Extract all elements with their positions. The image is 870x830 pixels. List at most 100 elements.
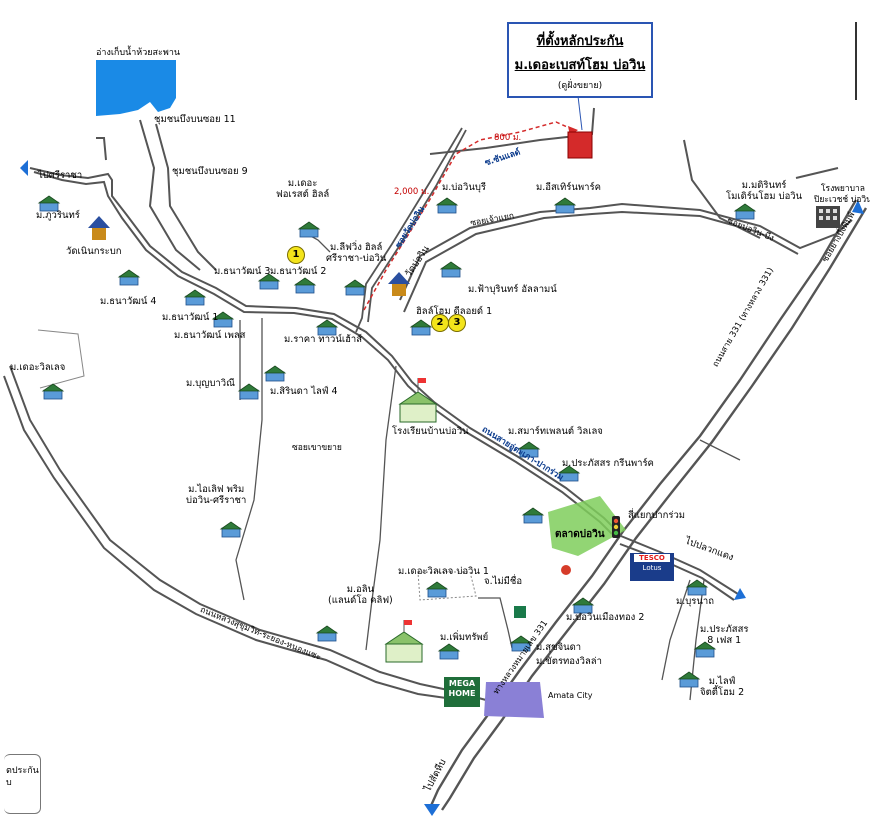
house-icon [439, 261, 463, 278]
road-label-soi-khao-khao: ซอยเขาขยาย [292, 443, 342, 453]
label-m-tanawat2: ม.ธนาวัฒน์ 2 [270, 266, 327, 277]
label-m-the-village: ม.เดอะวิลเลจ [10, 362, 66, 373]
house-icon [117, 269, 141, 286]
label-school-bowin: โรงเรียนบ้านบ่อวิน [392, 426, 469, 437]
label-m-payaphum: ม.เพิ่มทรัพย์ [440, 632, 489, 643]
amata-area [484, 682, 544, 718]
label-m-moderne: ม.มดิรินทร์ โมเดิร์นโฮม บ่อวิน [726, 180, 803, 202]
legend-box: ตประกัน บ [4, 754, 41, 814]
marker-3: 3 [448, 314, 466, 332]
marker-1: 1 [287, 246, 305, 264]
house-icon [437, 643, 461, 660]
house-icon [315, 319, 339, 336]
school-icon-2 [384, 620, 424, 663]
title-line2: ม.เดอะเบสท์โฮม บ่อวิน [514, 58, 646, 73]
house-icon [297, 221, 321, 238]
label-chai-mai-rue: จ.ไม่มีชื่อ [484, 576, 523, 587]
label-m-saensuk: ม.สุขจินดา [536, 642, 582, 653]
label-m-prapasorn8: ม.ประภัสสร 8 เฟส 1 [700, 624, 749, 646]
road-network [3, 107, 868, 811]
label-m-bowin-muangthong2: ม.บ่อวินเมืองทอง 2 [566, 612, 645, 623]
wat-noen-krabok-icon [88, 216, 110, 240]
label-m-bowin-buri: ม.บ่อวินบุรี [442, 182, 486, 193]
label-m-rachata: ม.ราคา ทาวน์เฮ้าส์ [284, 334, 363, 345]
label-m-tanawat-plus: ม.ธนาวัฒน์ เพลส [174, 330, 246, 341]
marker-2: 2 [431, 314, 449, 332]
label-m-tanawat1: ม.ธนาวัฒน์ 1 [162, 312, 219, 323]
label-m-the-swing: ม.ลีฟวิ่ง ฮิลล์ ศรีราชา-บ่อวิน [326, 242, 387, 264]
house-icon [343, 279, 367, 296]
house-icon [219, 521, 243, 538]
route-dist-800: 800 ม. [494, 133, 522, 143]
house-icon [435, 197, 459, 214]
house-icon [553, 197, 577, 214]
house-icon [211, 311, 235, 328]
label-m-i-love-prim: ม.ไอเลิฟ พริม บ่อวิน-ศรีราชา [186, 484, 247, 506]
label-intersection: สี่แยกปากร่วม [628, 510, 686, 521]
house-icon [183, 289, 207, 306]
direction-arrows [20, 160, 864, 816]
house-icon [237, 383, 261, 400]
label-m-tanawat3: ม.ธนาวัฒน์ 3 [214, 266, 271, 277]
label-m-fahurin: ม.ฟ้าบุรินทร์ อัลลามน์ [468, 284, 557, 295]
label-wat-noen-krabok: วัดเนินกระบก [66, 246, 122, 257]
house-icon [409, 319, 433, 336]
label-hospital: โรงพยาบาล ปิยะเวชช์ บ่อวิน [814, 184, 870, 205]
village-boundary [417, 571, 477, 601]
wat-bowin-icon [388, 272, 410, 296]
label-m-boonbawin: ม.บุญบาวิณี [186, 378, 235, 389]
label-m-eastern-park: ม.อีสเทิร์นพาร์ค [536, 182, 601, 193]
label-m-life: ม.ไลฟ์ จิตตี้โฮม 2 [700, 676, 745, 698]
target-property [567, 131, 593, 159]
house-icons [37, 195, 757, 688]
gas-station-icon [561, 565, 571, 575]
label-market-bowin: ตลาดบ่อวิน [555, 529, 605, 540]
bank-icon [514, 606, 526, 618]
house-icon [685, 579, 709, 596]
label-m-inna: ม.ขัตรทองวิลล่า [536, 656, 602, 667]
house-icon [37, 195, 61, 212]
label-m-hillhome: ฮิลล์โฮม ดีลอยด์ 1 [416, 306, 493, 317]
label-m-village-bowin1: ม.เดอะวิลเลจ บ่อวิน 1 [398, 566, 489, 577]
house-icon [733, 203, 757, 220]
title-box: ที่ตั้งหลักประกัน ม.เดอะเบสท์โฮม บ่อวิน … [507, 22, 653, 98]
title-line1: ที่ตั้งหลักประกัน [536, 34, 624, 49]
label-amata-city: Amata City [548, 691, 593, 700]
label-to-sriracha: ไปศรีราชา [38, 170, 83, 181]
house-icon [263, 365, 287, 382]
label-chumchon-9: ชุมชนบึงบนซอย 9 [172, 166, 248, 177]
route-path [363, 121, 575, 311]
tesco-bottom: Lotus [642, 564, 662, 572]
house-icon [41, 383, 65, 400]
house-icon [257, 273, 281, 290]
label-m-tanawat4: ม.ธนาวัฒน์ 4 [100, 296, 157, 307]
title-line3: (ดูฝั่งขยาย) [557, 81, 603, 91]
mega-home-logo: MEGA HOME [444, 677, 480, 707]
legend-text: ตประกัน บ [6, 766, 39, 788]
house-icon [293, 277, 317, 294]
label-m-prapasorn-green: ม.ประภัสสร กรีนพาร์ค [562, 458, 654, 469]
house-icon [315, 625, 339, 642]
house-icon [509, 635, 533, 652]
label-m-smart-wisdom: ม.สมาร์ทเพลนต์ วิลเลจ [508, 426, 603, 437]
house-icon [517, 441, 541, 458]
label-chumchon-11: ชุมชนบึงบนซอย 11 [154, 114, 236, 125]
house-icon [521, 507, 545, 524]
reservoir-shape [96, 60, 176, 116]
label-m-ambin: ม.อลิน (แลนด์โอ คลิฟ) [328, 584, 393, 606]
label-m-sinsakdi: ม.สิรินดา ไลฟ์ 4 [270, 386, 338, 397]
label-m-phurinth: ม.ภูวรินทร์ [36, 210, 80, 221]
house-icon [425, 581, 449, 598]
label-m-bunnap: ม.บุรนาถ [676, 596, 714, 607]
title-pointer [577, 95, 583, 131]
route-dist-2000: 2,000 ม. [394, 187, 430, 197]
tesco-lotus-logo: TESCO Lotus [630, 553, 674, 581]
house-icon [571, 597, 595, 614]
house-icon [693, 641, 717, 658]
tesco-top: TESCO [634, 554, 670, 562]
label-m-the-forest: ม.เดอะ ฟอเรสต์ ฮิลล์ [276, 178, 330, 200]
hospital-icon [816, 206, 840, 228]
reservoir-label: อ่างเก็บน้ำห้วยสะพาน [96, 48, 181, 58]
house-icon [677, 671, 701, 688]
